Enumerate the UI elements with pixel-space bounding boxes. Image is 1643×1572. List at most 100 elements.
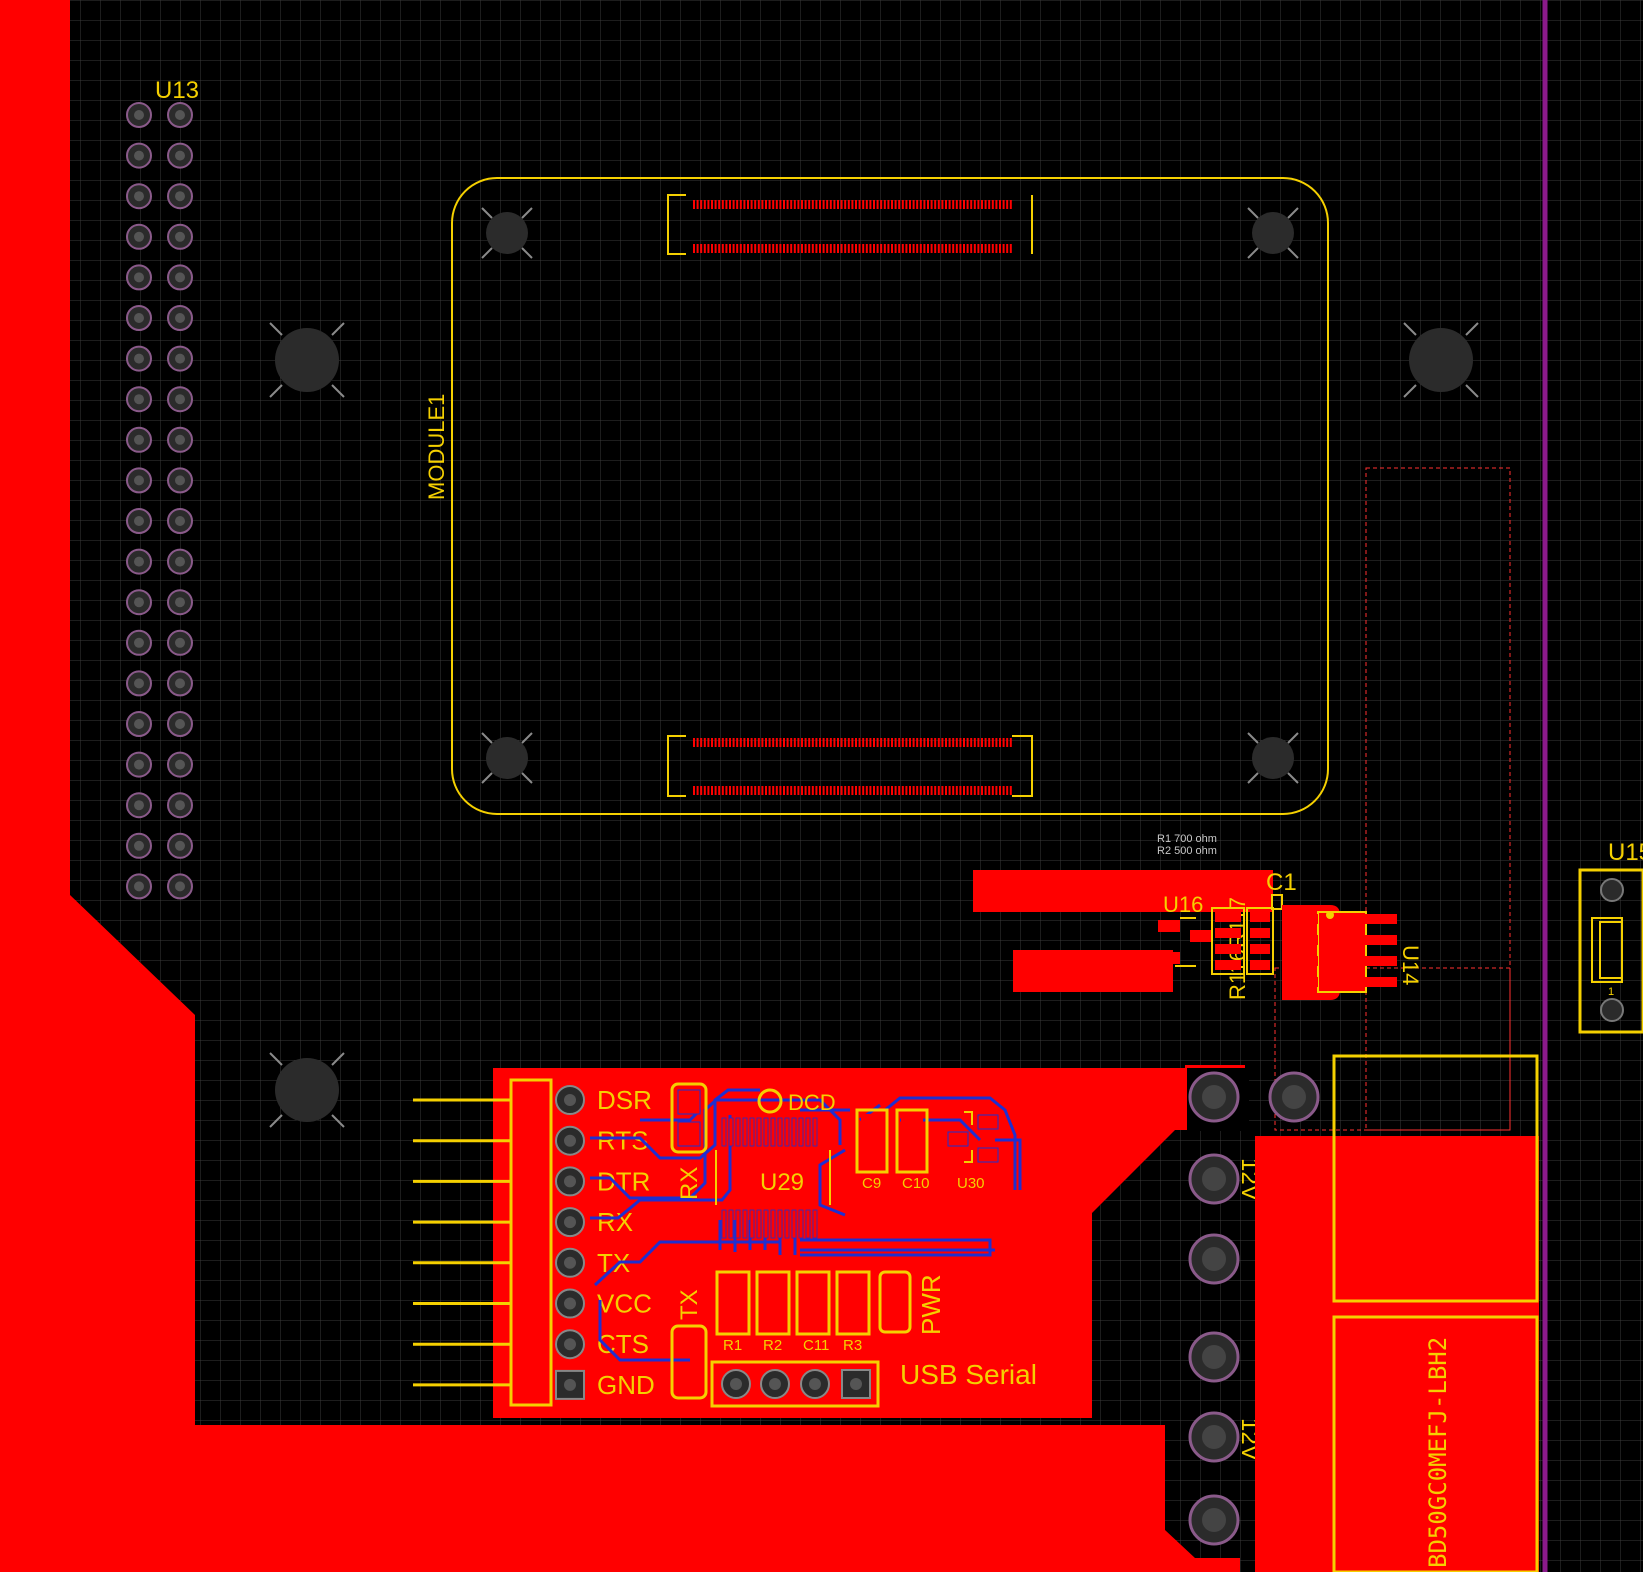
u30-footprint[interactable] — [947, 1111, 999, 1163]
copper-pour-ground[interactable] — [0, 0, 1240, 1572]
smd-pad-icon — [703, 738, 706, 747]
u15-label: U15 — [1608, 839, 1643, 866]
resistor-capacitor-row[interactable] — [715, 1270, 871, 1336]
smd-pad-icon — [747, 738, 749, 747]
regulator-copper-pad[interactable] — [1334, 1136, 1539, 1572]
u29-footprint[interactable] — [721, 1117, 818, 1239]
smd-pad-icon — [822, 786, 825, 795]
drill-hole — [134, 353, 144, 364]
smd-pad-icon — [909, 200, 911, 209]
u13-header[interactable] — [126, 102, 193, 900]
usb-4pin-header[interactable] — [721, 1369, 871, 1399]
drill-hole — [175, 637, 185, 648]
smd-pad-icon — [952, 244, 955, 253]
smd-pad-icon — [923, 244, 926, 253]
smd-pad-icon — [783, 244, 785, 253]
smd-pad-icon — [894, 200, 897, 209]
drill-hole — [134, 231, 144, 242]
smd-pad-icon — [844, 200, 847, 209]
mounting-hole-icon[interactable] — [481, 732, 533, 784]
smd-pad-icon — [700, 738, 703, 747]
smd-pad-icon — [840, 738, 843, 747]
smd-pad-icon — [815, 786, 818, 795]
mounting-hole-icon[interactable] — [269, 322, 345, 398]
smd-pad-icon — [937, 244, 940, 253]
mounting-hole-icon[interactable] — [1247, 207, 1299, 259]
smd-pad-icon — [791, 1117, 797, 1147]
drill-hole — [175, 150, 185, 161]
smd-pad-icon — [703, 786, 706, 795]
c11-label: C11 — [803, 1337, 829, 1354]
copper-trace-wide[interactable] — [973, 870, 1273, 912]
mounting-hole-icon[interactable] — [1247, 732, 1299, 784]
smd-pad-icon — [912, 244, 915, 253]
smd-pad-icon — [991, 244, 994, 253]
smd-pad-icon — [700, 786, 703, 795]
mounting-hole-icon[interactable] — [481, 207, 533, 259]
smd-pad-icon — [765, 244, 767, 253]
smd-pad-icon — [977, 244, 980, 253]
smd-pad-icon — [711, 786, 713, 795]
drill-hole — [1202, 1167, 1226, 1191]
drill-hole — [175, 272, 185, 283]
copper-trace-wide[interactable] — [1013, 950, 1173, 992]
drill-hole — [175, 597, 185, 608]
smd-pad-icon — [963, 244, 965, 253]
smd-pad-icon — [707, 738, 710, 747]
smd-pad-icon — [941, 738, 944, 747]
mounting-hole-icon[interactable] — [269, 1052, 345, 1128]
smd-pad-icon — [761, 786, 764, 795]
u15-connector[interactable] — [1578, 868, 1643, 1034]
smd-pad-icon — [966, 244, 969, 253]
drill-hole — [730, 1378, 742, 1390]
smd-pad-icon — [988, 200, 991, 209]
smd-pad-icon — [826, 200, 829, 209]
smd-pad-icon — [833, 786, 836, 795]
drill-hole — [175, 110, 185, 120]
smd-pad-icon — [815, 200, 818, 209]
module1-outline[interactable] — [451, 177, 1329, 815]
smd-pad-icon — [858, 200, 861, 209]
c9-c10-footprints[interactable] — [855, 1108, 929, 1174]
smd-pad-icon — [898, 738, 901, 747]
smd-pad-icon — [999, 738, 1001, 747]
smd-pad-icon — [763, 1209, 769, 1239]
pwr-led-footprint[interactable] — [878, 1270, 912, 1334]
smd-pad-icon — [887, 738, 890, 747]
smd-pad-icon — [948, 738, 951, 747]
smd-pad-icon — [973, 786, 976, 795]
fine-pitch-pads[interactable] — [693, 200, 1012, 795]
drill-hole — [134, 516, 144, 526]
smd-pad-icon — [812, 1209, 818, 1239]
mounting-hole-icon[interactable] — [1403, 322, 1479, 398]
smd-pad-icon — [819, 244, 821, 253]
smd-pad-icon — [693, 200, 695, 209]
smd-pad-icon — [735, 1209, 741, 1239]
smd-pad-icon — [757, 200, 760, 209]
smd-pad-icon — [901, 738, 904, 747]
smd-pad-icon — [898, 786, 901, 795]
smd-pad-icon — [855, 786, 857, 795]
tx-led-footprint[interactable] — [670, 1324, 708, 1400]
smd-pad-icon — [829, 738, 832, 747]
drill-hole — [769, 1378, 781, 1390]
u14-footprint[interactable] — [1282, 905, 1397, 1000]
smd-pad-icon — [721, 738, 724, 747]
component-outline — [795, 1270, 831, 1336]
tx-led-label: TX — [676, 1289, 703, 1320]
rx-led-footprint[interactable] — [670, 1082, 708, 1154]
u16-footprint[interactable] — [1158, 917, 1212, 967]
usb-serial-copper-island[interactable] — [493, 1068, 1240, 1418]
drill-hole — [134, 719, 144, 729]
drill-hole — [134, 394, 144, 405]
smd-pad-icon — [718, 786, 721, 795]
smd-pad-icon — [869, 200, 872, 209]
drill-hole — [564, 1216, 576, 1229]
r116-r117-c1-footprints[interactable] — [1211, 894, 1283, 975]
smd-pad-icon — [718, 200, 721, 209]
smd-pad-icon — [790, 786, 793, 795]
smd-pad-icon — [995, 200, 998, 209]
smd-pad-icon — [784, 1117, 790, 1147]
